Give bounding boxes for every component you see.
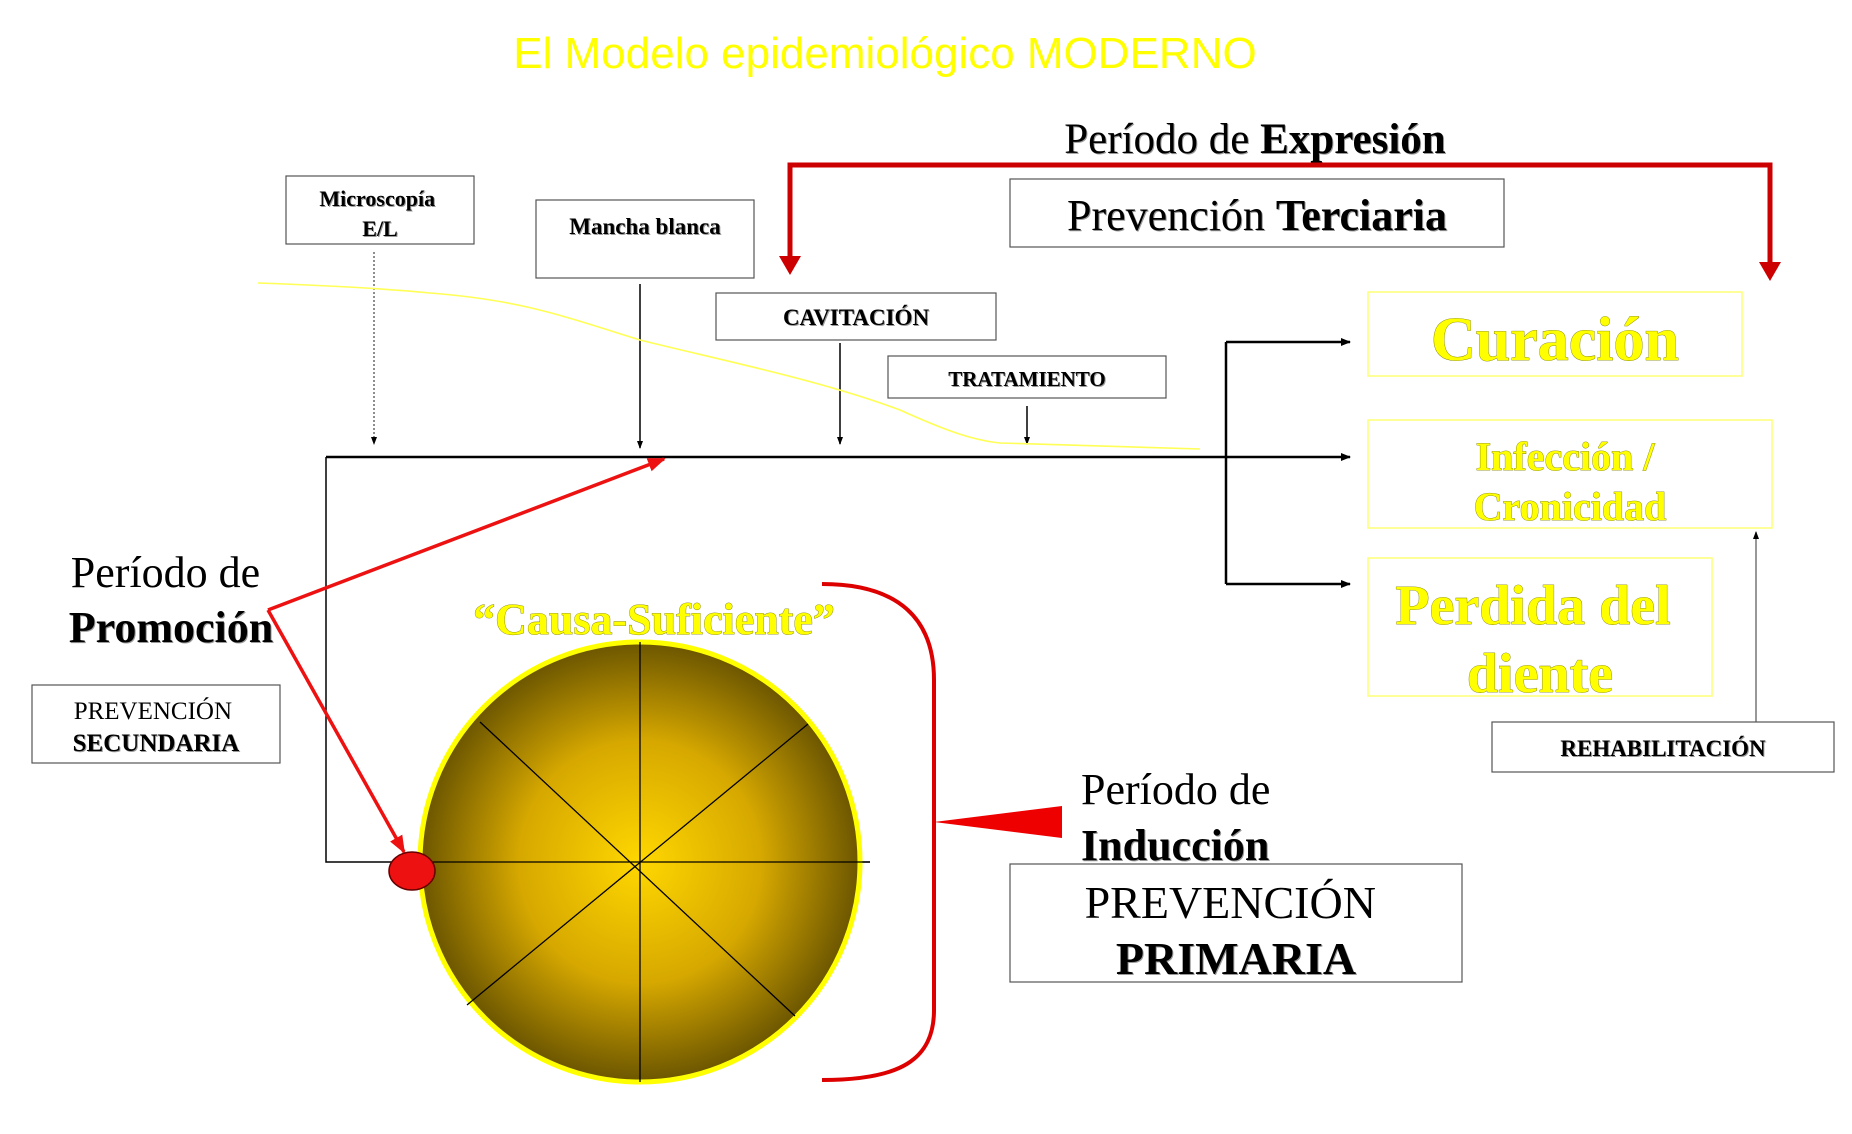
mancha-blanca-box (535, 199, 755, 279)
microscopia-line1: Microscopía (319, 186, 435, 211)
prevencion-primaria-label: PREVENCIÓN PRIMARIA (1085, 877, 1388, 984)
secundaria-line2: SECUNDARIA (73, 730, 240, 757)
tratamiento-box (887, 355, 1167, 399)
causa-suficiente-label: “Causa-Suficiente” (473, 595, 835, 644)
perdida-box (1367, 557, 1713, 697)
promocion-arrow-up (267, 457, 666, 612)
induccion-pointer (934, 806, 1062, 838)
sphere-divider-diag2 (466, 723, 809, 1006)
primaria-line2: PRIMARIA (1116, 933, 1356, 984)
microscopia-label: Microscopía E/L (319, 186, 440, 241)
expresion-bold: Expresión (1260, 116, 1446, 163)
terciaria-prefix: Prevención (1067, 191, 1276, 240)
expresion-bracket (787, 162, 1773, 265)
expresion-prefix: Período de (1064, 116, 1260, 163)
induccion-label: Período de Inducción (1081, 765, 1281, 870)
promocion-label: Período de Promoción (69, 548, 274, 652)
curacion-box (1367, 291, 1743, 377)
promocion-line2: Promoción (69, 603, 274, 652)
mancha-blanca-label: Mancha blanca (569, 214, 721, 239)
prevencion-terciaria-label: Prevención Terciaria (1067, 191, 1447, 240)
perdida-line1: Perdida del (1395, 575, 1670, 637)
curacion-label: Curación (1431, 306, 1679, 374)
perdida-label: Perdida del diente (1395, 575, 1684, 705)
induccion-bracket (821, 582, 936, 1082)
induccion-line1: Período de (1081, 765, 1270, 814)
tratamiento-label: TRATAMIENTO (948, 367, 1106, 391)
page-title: El Modelo epidemiológico MODERNO (513, 29, 1256, 78)
causal-pie-sphere (417, 639, 870, 1085)
terciaria-bold: Terciaria (1276, 191, 1447, 240)
infeccion-label: Infección / Cronicidad (1474, 434, 1667, 529)
prevencion-secundaria-box (31, 684, 281, 764)
sphere-divider-diag1 (479, 721, 796, 1017)
promocion-arrow-down (266, 609, 406, 854)
primaria-line1: PREVENCIÓN (1085, 877, 1376, 928)
expresion-arrowhead-left (779, 256, 801, 275)
promocion-line1: Período de (71, 548, 260, 597)
perdida-line2: diente (1467, 643, 1613, 705)
rehabilitacion-box (1491, 721, 1835, 773)
infeccion-line2: Cronicidad (1474, 484, 1667, 529)
expresion-label: Período de Expresión (1064, 116, 1446, 163)
prevencion-terciaria-box (1009, 178, 1505, 248)
microscopia-line2: E/L (362, 216, 397, 241)
induccion-line2: Inducción (1081, 821, 1269, 870)
secundaria-line1: PREVENCIÓN (74, 697, 232, 725)
prevencion-secundaria-label: PREVENCIÓN SECUNDARIA (73, 697, 240, 757)
prevencion-primaria-box (1009, 863, 1463, 983)
rehabilitacion-label: REHABILITACIÓN (1560, 735, 1766, 761)
disease-progress-curve (257, 282, 1201, 450)
cavitacion-label: CAVITACIÓN (783, 304, 930, 330)
infeccion-box (1367, 419, 1773, 529)
infeccion-line1: Infección / (1476, 434, 1656, 479)
expresion-arrowhead-right (1759, 262, 1781, 281)
microscopia-box (285, 175, 475, 245)
cavitacion-box (715, 292, 997, 341)
component-cause-dot (388, 851, 436, 891)
